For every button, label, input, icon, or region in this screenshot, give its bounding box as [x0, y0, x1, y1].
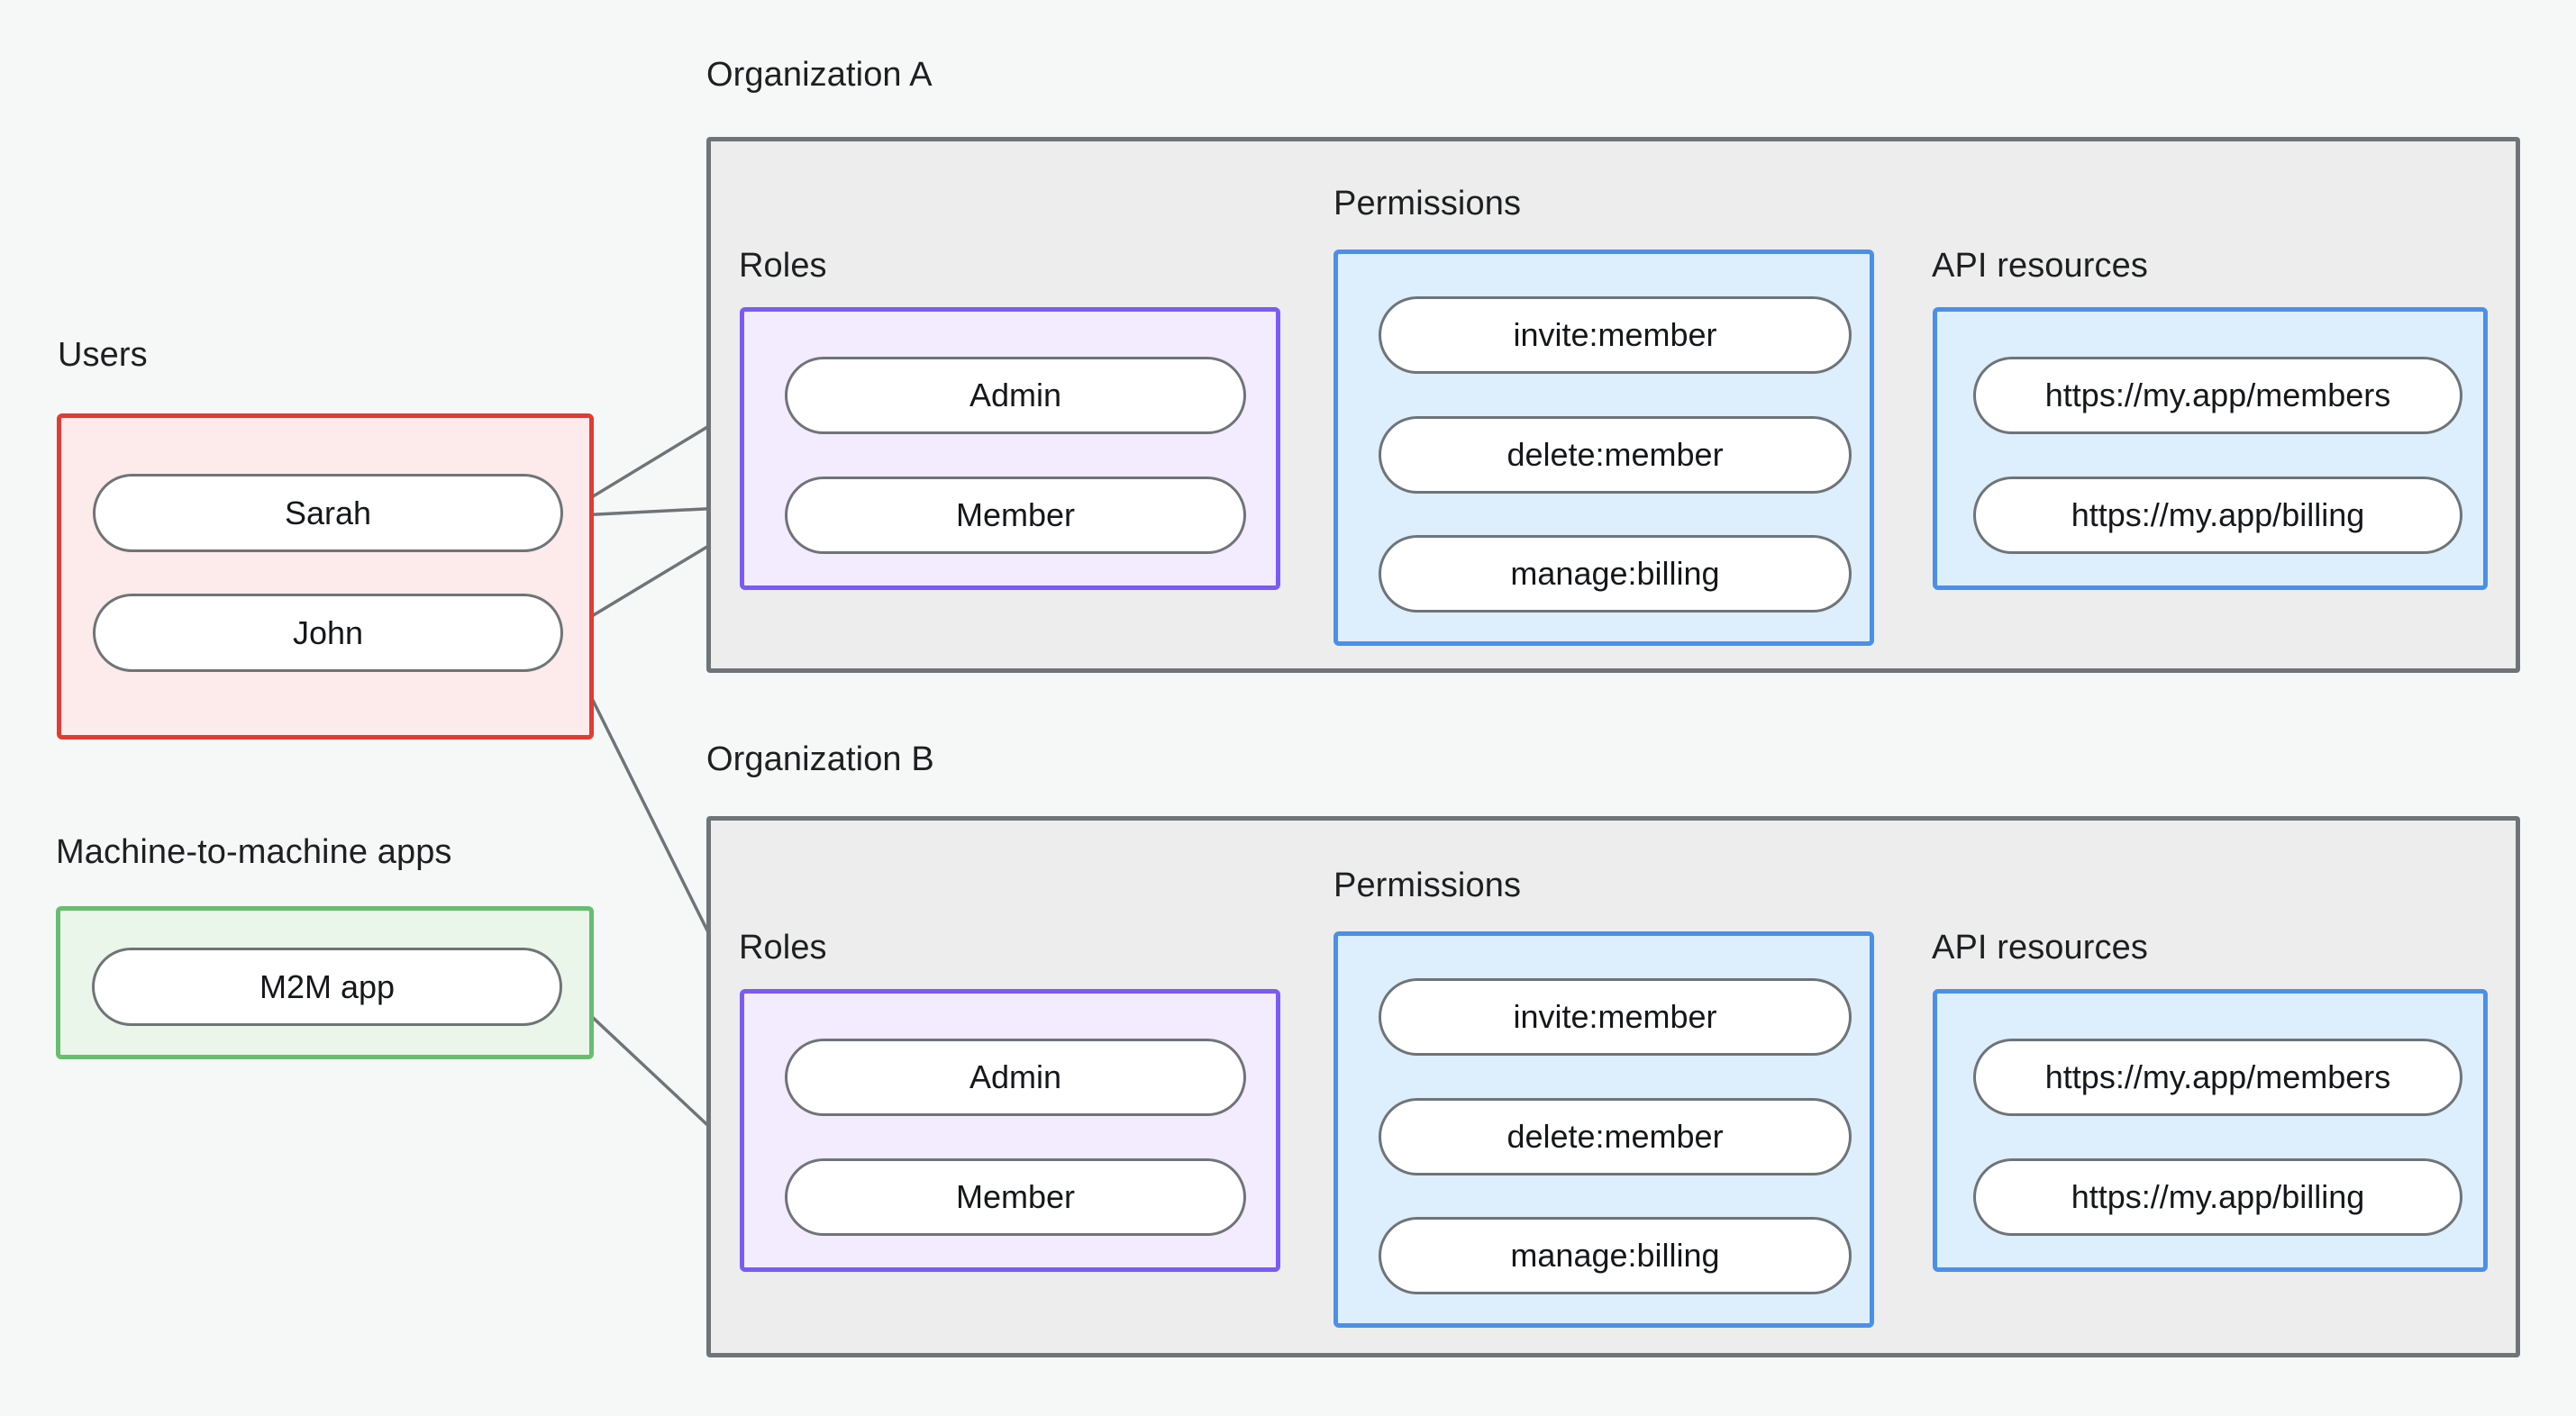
- org-a-permissions-label: Permissions: [1334, 185, 1522, 222]
- org-a-roles-box: Admin Member: [740, 307, 1280, 590]
- api-resource-node-b-members[interactable]: https://my.app/members: [1973, 1039, 2462, 1116]
- org-b-permissions-label: Permissions: [1334, 867, 1522, 904]
- org-a-permissions-box: invite:member delete:member manage:billi…: [1334, 250, 1874, 646]
- user-node-label: Sarah: [284, 494, 372, 531]
- permission-node-a-invite[interactable]: invite:member: [1379, 296, 1852, 374]
- api-resource-node-label: https://my.app/billing: [2071, 1178, 2365, 1215]
- users-group-box: Sarah John: [57, 413, 594, 740]
- m2m-node-label: M2M app: [259, 967, 396, 1005]
- role-node-b-member[interactable]: Member: [785, 1158, 1246, 1236]
- org-a-label: Organization A: [706, 56, 933, 94]
- m2m-group-box: M2M app: [56, 906, 594, 1059]
- org-b-api-resources-box: https://my.app/members https://my.app/bi…: [1933, 989, 2488, 1272]
- user-node-label: John: [292, 613, 364, 651]
- permission-node-b-invite[interactable]: invite:member: [1379, 978, 1852, 1056]
- role-node-a-admin[interactable]: Admin: [785, 357, 1246, 434]
- permission-node-label: manage:billing: [1510, 1237, 1720, 1274]
- org-b-roles-box: Admin Member: [740, 989, 1280, 1272]
- api-resource-node-a-billing[interactable]: https://my.app/billing: [1973, 477, 2462, 554]
- role-node-label: Admin: [969, 1058, 1062, 1095]
- user-node-john[interactable]: John: [93, 594, 563, 672]
- permission-node-b-delete[interactable]: delete:member: [1379, 1098, 1852, 1175]
- permission-node-label: invite:member: [1513, 316, 1717, 353]
- role-node-b-admin[interactable]: Admin: [785, 1039, 1246, 1116]
- role-node-label: Admin: [969, 377, 1062, 413]
- permission-node-label: delete:member: [1506, 436, 1724, 473]
- org-a-api-resources-label: API resources: [1932, 247, 2148, 285]
- api-resource-node-b-billing[interactable]: https://my.app/billing: [1973, 1158, 2462, 1236]
- org-b-label: Organization B: [706, 740, 934, 778]
- permission-node-a-billing[interactable]: manage:billing: [1379, 535, 1852, 613]
- org-a-roles-label: Roles: [739, 247, 827, 285]
- role-node-label: Member: [955, 1178, 1076, 1215]
- users-group-label: Users: [58, 336, 148, 374]
- m2m-node-app[interactable]: M2M app: [92, 948, 562, 1026]
- org-b-roles-label: Roles: [739, 929, 827, 967]
- role-node-label: Member: [955, 496, 1076, 533]
- permission-node-label: delete:member: [1506, 1118, 1724, 1155]
- api-resource-node-label: https://my.app/members: [2044, 1058, 2391, 1095]
- permission-node-label: manage:billing: [1510, 555, 1720, 592]
- org-b-permissions-box: invite:member delete:member manage:billi…: [1334, 931, 1874, 1328]
- org-b-container: Roles Admin Member Permissions invite:me…: [706, 816, 2520, 1357]
- role-node-a-member[interactable]: Member: [785, 477, 1246, 554]
- m2m-group-label: Machine-to-machine apps: [56, 833, 452, 871]
- org-b-api-resources-label: API resources: [1932, 929, 2148, 967]
- api-resource-node-label: https://my.app/billing: [2071, 496, 2365, 533]
- api-resource-node-a-members[interactable]: https://my.app/members: [1973, 357, 2462, 434]
- user-node-sarah[interactable]: Sarah: [93, 474, 563, 552]
- org-a-api-resources-box: https://my.app/members https://my.app/bi…: [1933, 307, 2488, 590]
- api-resource-node-label: https://my.app/members: [2044, 377, 2391, 413]
- org-a-container: Roles Admin Member Permissions invite:me…: [706, 137, 2520, 673]
- permission-node-label: invite:member: [1513, 998, 1717, 1035]
- permission-node-b-billing[interactable]: manage:billing: [1379, 1217, 1852, 1294]
- permission-node-a-delete[interactable]: delete:member: [1379, 416, 1852, 494]
